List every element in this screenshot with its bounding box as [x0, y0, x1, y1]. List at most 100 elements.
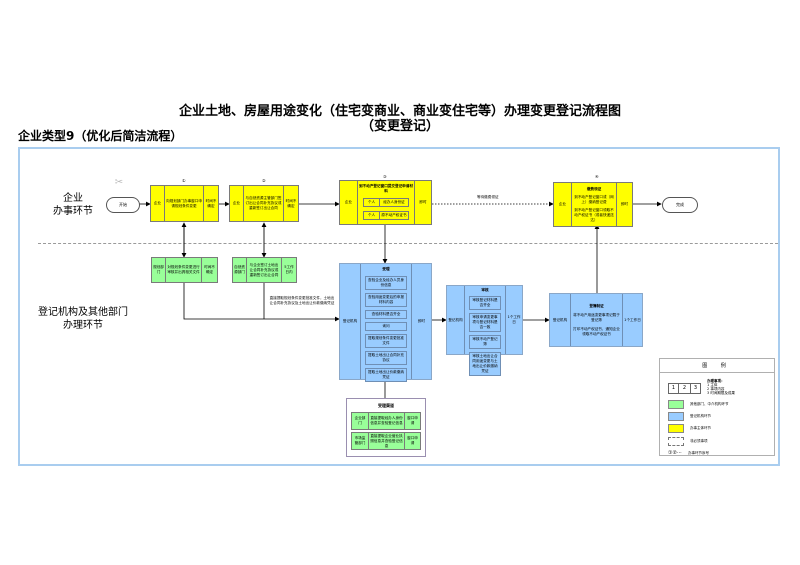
- legend-box-1: 1: [671, 385, 676, 391]
- step-4-actor: 企业: [558, 202, 567, 206]
- legend-box-3: 3: [690, 384, 700, 393]
- land-dept-name: 自然资源部门: [234, 265, 245, 274]
- review-box[interactable]: 登记机构 审核 审核登记材料是否齐全 审核申请变更事项与登记材料是否一致 审核不…: [446, 285, 523, 376]
- land-dept-box[interactable]: 自然资源部门 与企业签订土地出让合同补充协议或重新签订出让合同 5工作日内: [232, 257, 297, 283]
- accept-header: 受理: [382, 267, 390, 271]
- channel-row-1[interactable]: 企业部门 直接提取经办人身份信息并查验登记信息 窗口申请: [351, 412, 421, 430]
- step-num-1: ①: [182, 178, 186, 183]
- step-3-row-1: 个人 经办人身份证: [363, 198, 409, 207]
- issue-time: 1个工作日: [622, 294, 642, 346]
- start-terminal: 开始: [106, 197, 140, 213]
- issue-line-1: 将不动产用途变更事项记载于登记簿: [573, 312, 620, 322]
- step-3-box[interactable]: 企业 到不动产登记窗口提交登记申请材料 个人 经办人身份证 个人 原不动产权证书…: [339, 180, 432, 225]
- accept-item-4: 询问: [365, 322, 407, 331]
- review-content: 审核 审核登记材料是否齐全 审核申请变更事项与登记材料是否一致 审核不动产登记簿…: [464, 286, 505, 376]
- legend-item-blue: 登记机构环节: [668, 412, 774, 421]
- accept-content: 受理 查验企业及经办人员身份信息 查验用途变更后的申报材料内容 查验材料是否齐全…: [360, 264, 411, 382]
- legend-item-circles: ①②··· 办事环节序号: [668, 450, 774, 456]
- channel-2-method: 窗口申请: [404, 433, 420, 449]
- legend-numbered-boxes: 1 2 3: [668, 383, 701, 394]
- end-terminal: 完成: [662, 197, 698, 213]
- lane-registry-line2: 办理环节: [63, 320, 103, 331]
- step-2-action: 与自然资源主管部门签订出让合同补充协议或重新签订出让合同: [243, 186, 283, 221]
- step-num-3: ③: [383, 174, 387, 179]
- issue-header: 登簿制证: [589, 303, 604, 308]
- lane-divider: [38, 243, 778, 244]
- person-icon: ✂: [114, 177, 124, 188]
- step-3-row-2-what: 原不动产权证书: [379, 212, 408, 219]
- legend-caption-3: 3 时间期限及成果: [707, 391, 735, 395]
- step-3-content: 到不动产登记窗口提交登记申请材料 个人 经办人身份证 个人 原不动产权证书: [357, 181, 414, 224]
- legend-item-dashed: 非必须事项: [668, 437, 774, 446]
- step-4-line-2: 到不动产登记窗口领取不动产权证书（或者快递送达）: [574, 207, 614, 222]
- planning-dept-box[interactable]: 规划部门 对规划条件变更进行审核并出具相关文件 时间不确定: [151, 257, 218, 283]
- review-header: 审核: [481, 288, 489, 292]
- issue-org: 登记机构: [552, 317, 568, 322]
- issue-line-2: 打印不动产权证书，通知企业领取不动产权证书: [573, 326, 620, 336]
- lane-registry-line1: 登记机构及其他部门: [38, 307, 128, 318]
- step-3-actor: 企业: [344, 200, 353, 204]
- review-item-3: 审核不动产登记簿: [469, 335, 501, 349]
- step-3-row-2-who: 个人: [367, 213, 376, 217]
- issue-content: 登簿制证 将不动产用途变更事项记载于登记簿 打印不动产权证书，通知企业领取不动产…: [570, 294, 622, 346]
- step-2-time: 时间不确定: [283, 186, 298, 221]
- review-item-1: 审核登记材料是否齐全: [469, 296, 501, 310]
- accept-channels-panel: 受理渠道 企业部门 直接提取经办人身份信息并查验登记信息 窗口申请 市场监管部门…: [346, 398, 426, 457]
- channel-2-desc: 直接提取企业营业执照信息并查验登记信息: [368, 433, 404, 449]
- legend-circles-icon: ①②···: [668, 450, 682, 456]
- lane-label-enterprise: 企业 办事环节: [38, 192, 108, 218]
- legend-title: 图 例: [660, 359, 774, 373]
- step-num-4: ④: [595, 174, 599, 179]
- step-3-header: 到不动产登记窗口提交登记申请材料: [359, 184, 413, 193]
- step-1-actor: 企业: [153, 201, 162, 205]
- step-3-row-1-what: 经办人身份证: [379, 199, 408, 206]
- legend-caption-2: 2 事项内容: [707, 387, 725, 391]
- legend-swatch-yellow: [668, 424, 684, 433]
- legend-item-green: 其他部门、中介机构环节: [668, 400, 774, 409]
- accept-box[interactable]: 登记机构 受理 查验企业及经办人员身份信息 查验用途变更后的申报材料内容 查验材…: [339, 263, 432, 382]
- lane-label-registry: 登记机构及其他部门 办理环节: [28, 306, 138, 332]
- legend-caption-1: 1 主体: [707, 383, 718, 387]
- legend-box-2: 2: [678, 384, 690, 393]
- accept-item-7: 提取土地出让价款缴纳凭证: [365, 368, 407, 382]
- legend-numbered-caption: 办理事项： 1 主体 2 事项内容 3 时间期限及成果: [707, 379, 735, 395]
- accept-item-2: 查验用途变更后的申报材料内容: [365, 293, 407, 307]
- step-2-box[interactable]: 企业 与自然资源主管部门签订出让合同补充协议或重新签订出让合同 时间不确定: [229, 185, 299, 222]
- step-1-box[interactable]: 企业 向规划部门办事窗口申请规划条件变更 时间不确定: [150, 185, 219, 222]
- review-org: 登记机构: [448, 317, 463, 322]
- issue-box[interactable]: 登记机构 登簿制证 将不动产用途变更事项记载于登记簿 打印不动产权证书，通知企业…: [549, 293, 643, 347]
- flowchart-frame: [18, 147, 780, 466]
- review-item-2: 审核申请变更事项与登记材料是否一致: [469, 313, 501, 332]
- lane-enterprise-line1: 企业: [63, 193, 83, 204]
- step-3-time: 即时: [414, 181, 431, 224]
- channel-1-name: 企业部门: [354, 416, 366, 425]
- legend-item-yellow: 办事主体环节: [668, 424, 774, 433]
- land-dept-action: 与企业签订土地出让合同补充协议或重新签订出让合同: [246, 258, 281, 282]
- planning-dept-name: 规划部门: [153, 265, 164, 274]
- step-3-row-2: 个人 原不动产权证书: [363, 211, 409, 220]
- review-item-4: 审核土地出让合同用途变更与土地出让价款缴纳凭证: [469, 352, 501, 376]
- step-1-action: 向规划部门办事窗口申请规划条件变更: [164, 186, 203, 221]
- channel-row-2[interactable]: 市场监管部门 直接提取企业营业执照信息并查验登记信息 窗口申请: [351, 432, 421, 450]
- step-3-row-1-who: 个人: [367, 200, 376, 204]
- diagram-subtitle: （变更登记）: [360, 119, 439, 134]
- step-4-box[interactable]: 企业 缴费领证 到不动产登记窗口或（网上）缴纳登记费 到不动产登记窗口领取不动产…: [553, 182, 633, 227]
- planning-dept-time: 时间不确定: [201, 258, 217, 282]
- step-1-time: 时间不确定: [203, 186, 218, 221]
- step-4-content: 缴费领证 到不动产登记窗口或（网上）缴纳登记费 到不动产登记窗口领取不动产权证书…: [571, 183, 616, 226]
- step-4-line-1: 到不动产登记窗口或（网上）缴纳登记费: [574, 194, 614, 204]
- legend-caption-0: 办理事项：: [707, 379, 725, 383]
- channel-2-name: 市场监管部门: [354, 436, 366, 445]
- accept-org: 登记机构: [342, 319, 358, 323]
- legend-swatch-blue: [668, 412, 684, 421]
- accept-time: 即时: [411, 264, 431, 379]
- accept-item-1: 查验企业及经办人员身份信息: [365, 276, 407, 290]
- legend-label-circles: 办事环节序号: [688, 450, 709, 455]
- relay-note: 直接提取规划条件变更批准文件，土地出让合同补充协议及土地出让价款缴纳凭证: [269, 296, 335, 305]
- legend-label-blue: 登记机构环节: [690, 414, 711, 418]
- step-2-actor: 企业: [232, 201, 241, 205]
- step-num-2: ②: [262, 178, 266, 183]
- legend-label-dashed: 非必须事项: [690, 439, 708, 443]
- channel-1-desc: 直接提取经办人身份信息并查验登记信息: [368, 413, 404, 429]
